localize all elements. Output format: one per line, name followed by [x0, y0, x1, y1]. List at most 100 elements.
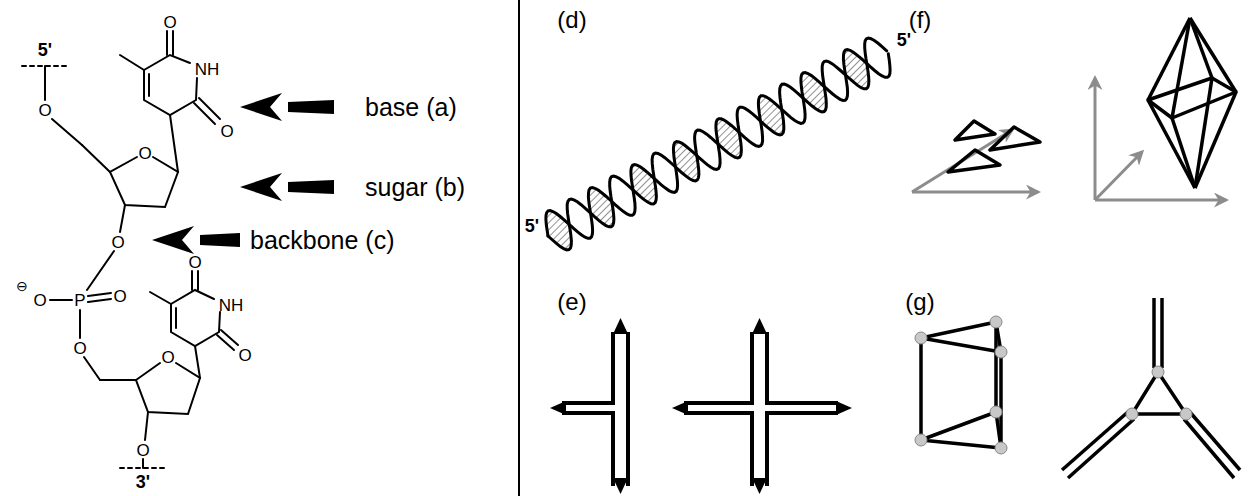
junction-arrowhead: [672, 401, 688, 415]
panel-letter: (f): [909, 8, 932, 32]
chemical-bond: [120, 467, 166, 469]
octahedron: [1172, 118, 1195, 188]
chemical-bond: [22, 31, 238, 468]
chemical-bond: [44, 66, 46, 100]
callout-arrow: [200, 233, 240, 247]
prism: [921, 412, 1001, 448]
vertex-dot: [995, 442, 1007, 454]
junction-strand: [767, 332, 838, 403]
chemical-bond: [79, 310, 81, 338]
chemical-bond: [87, 251, 114, 290]
atom-label: O: [111, 234, 124, 251]
vertex-dot: [1152, 366, 1164, 378]
junction-strand: [562, 413, 613, 486]
coordinate-axis: [1094, 78, 1097, 200]
chemical-bond: [172, 31, 174, 55]
callout-arrow: [288, 100, 334, 114]
junction-arrowhead: [752, 478, 767, 494]
three-way-junction: [1062, 411, 1129, 470]
chemical-bond: [175, 308, 177, 328]
callout-arrow: [288, 180, 334, 194]
callout-arrow: [240, 173, 282, 201]
three-way-junction: [1160, 298, 1164, 368]
vertex-dot: [915, 332, 927, 344]
atom-label: P: [74, 292, 85, 309]
triangle-tile: [990, 127, 1040, 150]
prism: [999, 352, 1003, 448]
vertex-dot: [1126, 408, 1138, 420]
three-way-junction: [1062, 298, 1240, 478]
atom-label: O: [73, 340, 86, 357]
chemical-bond: [110, 157, 178, 207]
atom-label: O: [188, 254, 201, 271]
chemical-bond: [82, 145, 110, 172]
triangle-tile: [948, 150, 1000, 172]
coordinate-axis: [912, 191, 1038, 194]
chemical-bond: [148, 74, 150, 96]
junction-strand: [562, 332, 613, 403]
panel-letter: (g): [905, 290, 934, 314]
vertex-dot: [915, 434, 927, 446]
prism: [994, 322, 998, 412]
atom-label: NH: [195, 61, 220, 78]
vertex-dot: [990, 316, 1002, 328]
junction-strand: [767, 413, 838, 486]
chemical-bond: [144, 55, 197, 115]
dna-helix: [546, 38, 890, 250]
coordinate-axis: [1095, 199, 1226, 202]
chemical-bond: [136, 363, 200, 414]
prism: [921, 322, 1001, 352]
atom-label: O: [238, 347, 251, 364]
chemical-bond: [199, 98, 220, 119]
atom-label: O: [163, 14, 176, 31]
junction-strand: [626, 332, 630, 486]
chemical-bond: [100, 379, 136, 381]
chemical-bond: [221, 330, 238, 345]
junction-strand: [684, 413, 752, 486]
three-way-junction: [1152, 298, 1156, 368]
panel-divider: [518, 0, 520, 496]
junction-strand: [562, 332, 838, 486]
junction-arrowhead: [613, 478, 628, 494]
prism: [921, 322, 1001, 448]
chemical-bond: [84, 357, 100, 380]
part-label: sugar (b): [365, 175, 465, 200]
vertex-dot: [915, 316, 1192, 454]
vertex-dot: [995, 346, 1007, 358]
panel-letter: (e): [557, 290, 586, 314]
helix-strand: [546, 50, 890, 239]
chemical-bond: [197, 271, 199, 290]
octahedron: [1148, 78, 1236, 118]
chemical-bond: [142, 459, 144, 468]
atom-label: O: [136, 442, 149, 459]
chemical-bond: [217, 335, 234, 350]
triangle-tile: [948, 121, 1040, 172]
chemical-bond: [170, 115, 178, 172]
panel-letter: (d): [557, 8, 586, 32]
chemical-bond: [145, 412, 148, 440]
prism: [919, 338, 923, 440]
octahedron: [1195, 78, 1212, 188]
vertex-dot: [1180, 408, 1192, 420]
chemical-bond: [88, 293, 111, 296]
octahedron: [1172, 18, 1190, 118]
chemical-bond: [120, 55, 144, 70]
atom-label: O: [161, 349, 174, 366]
chemical-bond: [52, 119, 82, 145]
three-way-junction: [1189, 411, 1240, 470]
junction-arrowhead: [752, 318, 767, 334]
coordinate-axis: [1095, 152, 1142, 200]
junction-arrowhead: [550, 401, 566, 415]
three-way-junction: [1068, 419, 1134, 478]
chemical-bond: [88, 299, 111, 302]
vertex-dot: [990, 406, 1002, 418]
atom-label: O: [113, 288, 126, 305]
junction-arrowhead: [613, 318, 628, 334]
prime-label: 5': [897, 31, 911, 49]
chemical-bond: [194, 103, 215, 124]
atom-label: NH: [219, 297, 244, 314]
chemical-bond: [50, 299, 72, 301]
chemical-bond: [120, 205, 125, 232]
charge-symbol: ⊖: [16, 279, 28, 293]
